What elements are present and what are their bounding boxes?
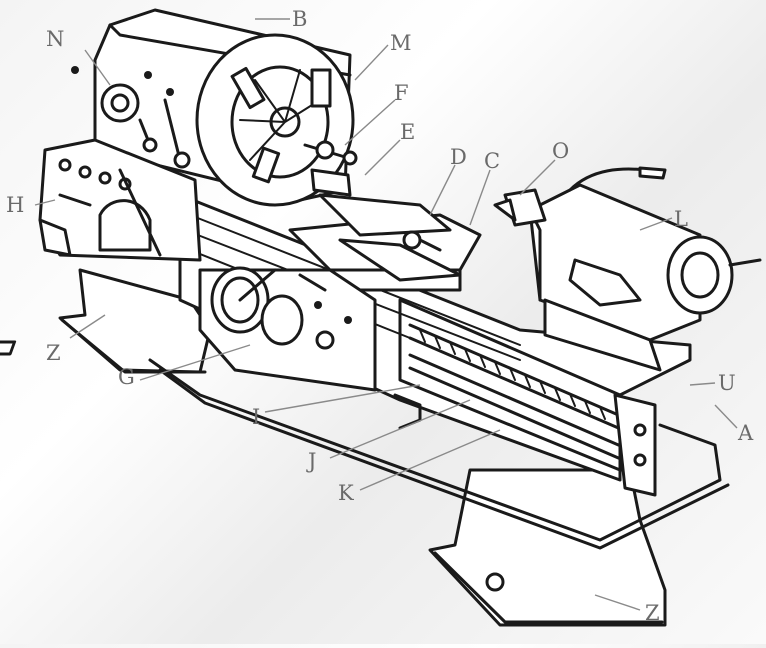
label-d: D [450,145,467,169]
tailstock-lever [568,166,667,192]
tool-post [303,140,358,197]
lead-screw [408,323,632,435]
label-i: I [252,405,260,429]
label-z-left: Z [46,341,61,365]
label-c: C [484,149,500,173]
feed-handle [393,393,422,430]
label-k: K [338,481,354,505]
feed-rod [408,353,632,465]
right-base [428,468,667,627]
leader-lines [34,18,738,611]
gearbox [38,138,202,262]
apron [198,266,377,392]
label-f: F [394,81,409,105]
cross-slide [318,193,462,282]
label-m: M [390,31,412,55]
label-z-right: Z [645,601,660,625]
chuck [195,33,355,207]
label-n: N [46,27,64,51]
label-j: J [306,449,316,473]
label-u: U [718,371,736,395]
tailstock [528,183,762,372]
label-a: A [737,421,754,445]
end-bracket [613,393,657,497]
drip-tray [148,358,730,550]
label-o: O [552,139,569,163]
label-e: E [400,120,415,144]
tailstock-quill [493,188,547,227]
part-labels: B M N F E D O C H L Z G U I A J K Z [6,7,754,625]
label-l: L [674,207,688,231]
label-g: G [118,365,135,389]
label-h: H [6,193,24,217]
label-b: B [292,7,307,31]
compound-handle [402,230,442,252]
